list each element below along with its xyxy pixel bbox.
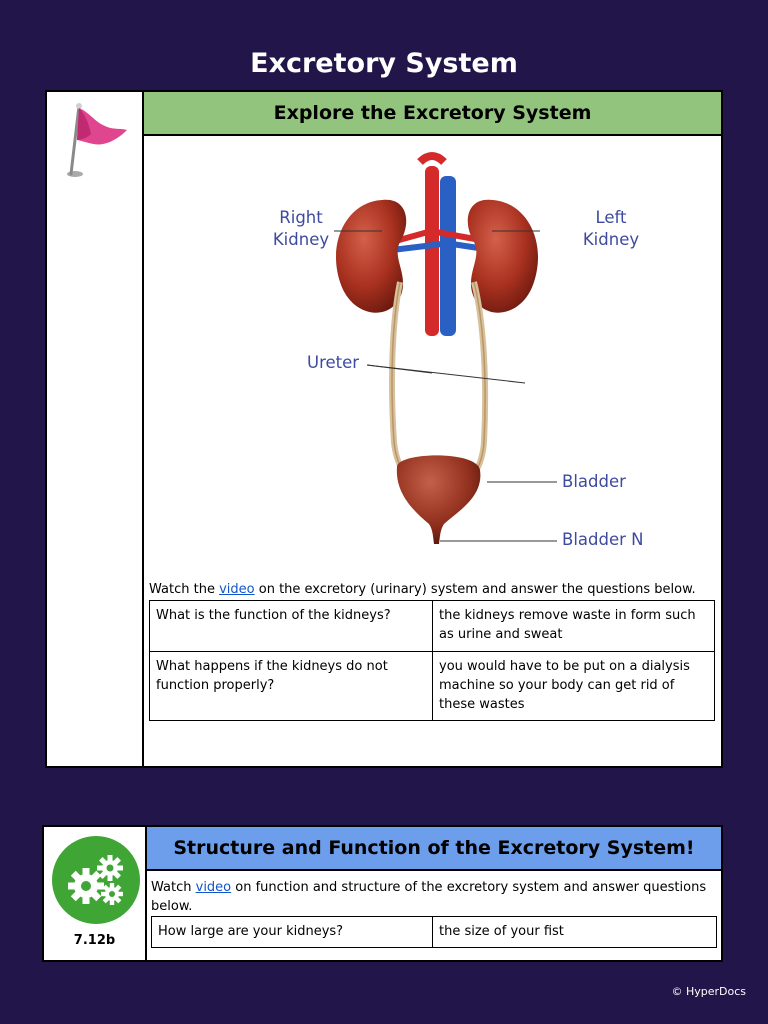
right-kidney	[336, 199, 407, 313]
page-title: Excretory System	[250, 48, 518, 79]
vena-cava	[440, 176, 456, 336]
gears-icon	[68, 855, 123, 905]
table-row: How large are your kidneys? the size of …	[151, 916, 717, 948]
left-kidney-label-line1: Left	[595, 208, 627, 227]
video-link[interactable]: video	[195, 880, 232, 895]
answer-cell[interactable]: the size of your fist	[432, 916, 717, 948]
question-cell: How large are your kidneys?	[151, 916, 433, 948]
instructions-text: Watch the video on the excretory (urinar…	[149, 582, 696, 597]
ureter-label: Ureter	[307, 353, 359, 372]
structure-function-card: 7.12b Structure and Function of the Excr…	[42, 825, 723, 962]
explore-card: Explore the Excretory System	[45, 90, 723, 768]
badge	[52, 836, 140, 924]
left-kidney	[467, 199, 538, 313]
copyright-text: © HyperDocs	[671, 985, 746, 998]
instructions-text: Watch video on function and structure of…	[151, 880, 707, 914]
urinary-system-diagram: Right Kidney Left Kidney Ureter Bladder …	[273, 152, 642, 549]
qa-table: What is the function of the kidneys? the…	[149, 600, 715, 721]
side-column	[47, 92, 144, 766]
bladder-shape	[396, 455, 481, 544]
qa-table: How large are your kidneys? the size of …	[151, 916, 717, 948]
video-link[interactable]: video	[219, 582, 255, 597]
aorta	[425, 166, 439, 336]
bladder-label: Bladder	[562, 472, 626, 491]
section-header: Explore the Excretory System	[144, 92, 721, 136]
side-column: 7.12b	[44, 827, 147, 960]
answer-cell[interactable]: the kidneys remove waste in form such as…	[432, 600, 715, 652]
table-row: What happens if the kidneys do not funct…	[149, 651, 715, 721]
bladder-neck-label: Bladder Neck	[562, 530, 642, 549]
question-cell: What is the function of the kidneys?	[149, 600, 433, 652]
standard-code: 7.12b	[73, 933, 116, 948]
question-cell: What happens if the kidneys do not funct…	[149, 651, 433, 721]
left-kidney-label-line2: Kidney	[583, 230, 639, 249]
right-kidney-label-line2: Kidney	[273, 230, 329, 249]
answer-cell[interactable]: you would have to be put on a dialysis m…	[432, 651, 715, 721]
right-kidney-label-line1: Right	[279, 208, 323, 227]
section-header: Structure and Function of the Excretory …	[147, 827, 721, 871]
flag-icon	[67, 103, 127, 177]
table-row: What is the function of the kidneys? the…	[149, 600, 715, 652]
